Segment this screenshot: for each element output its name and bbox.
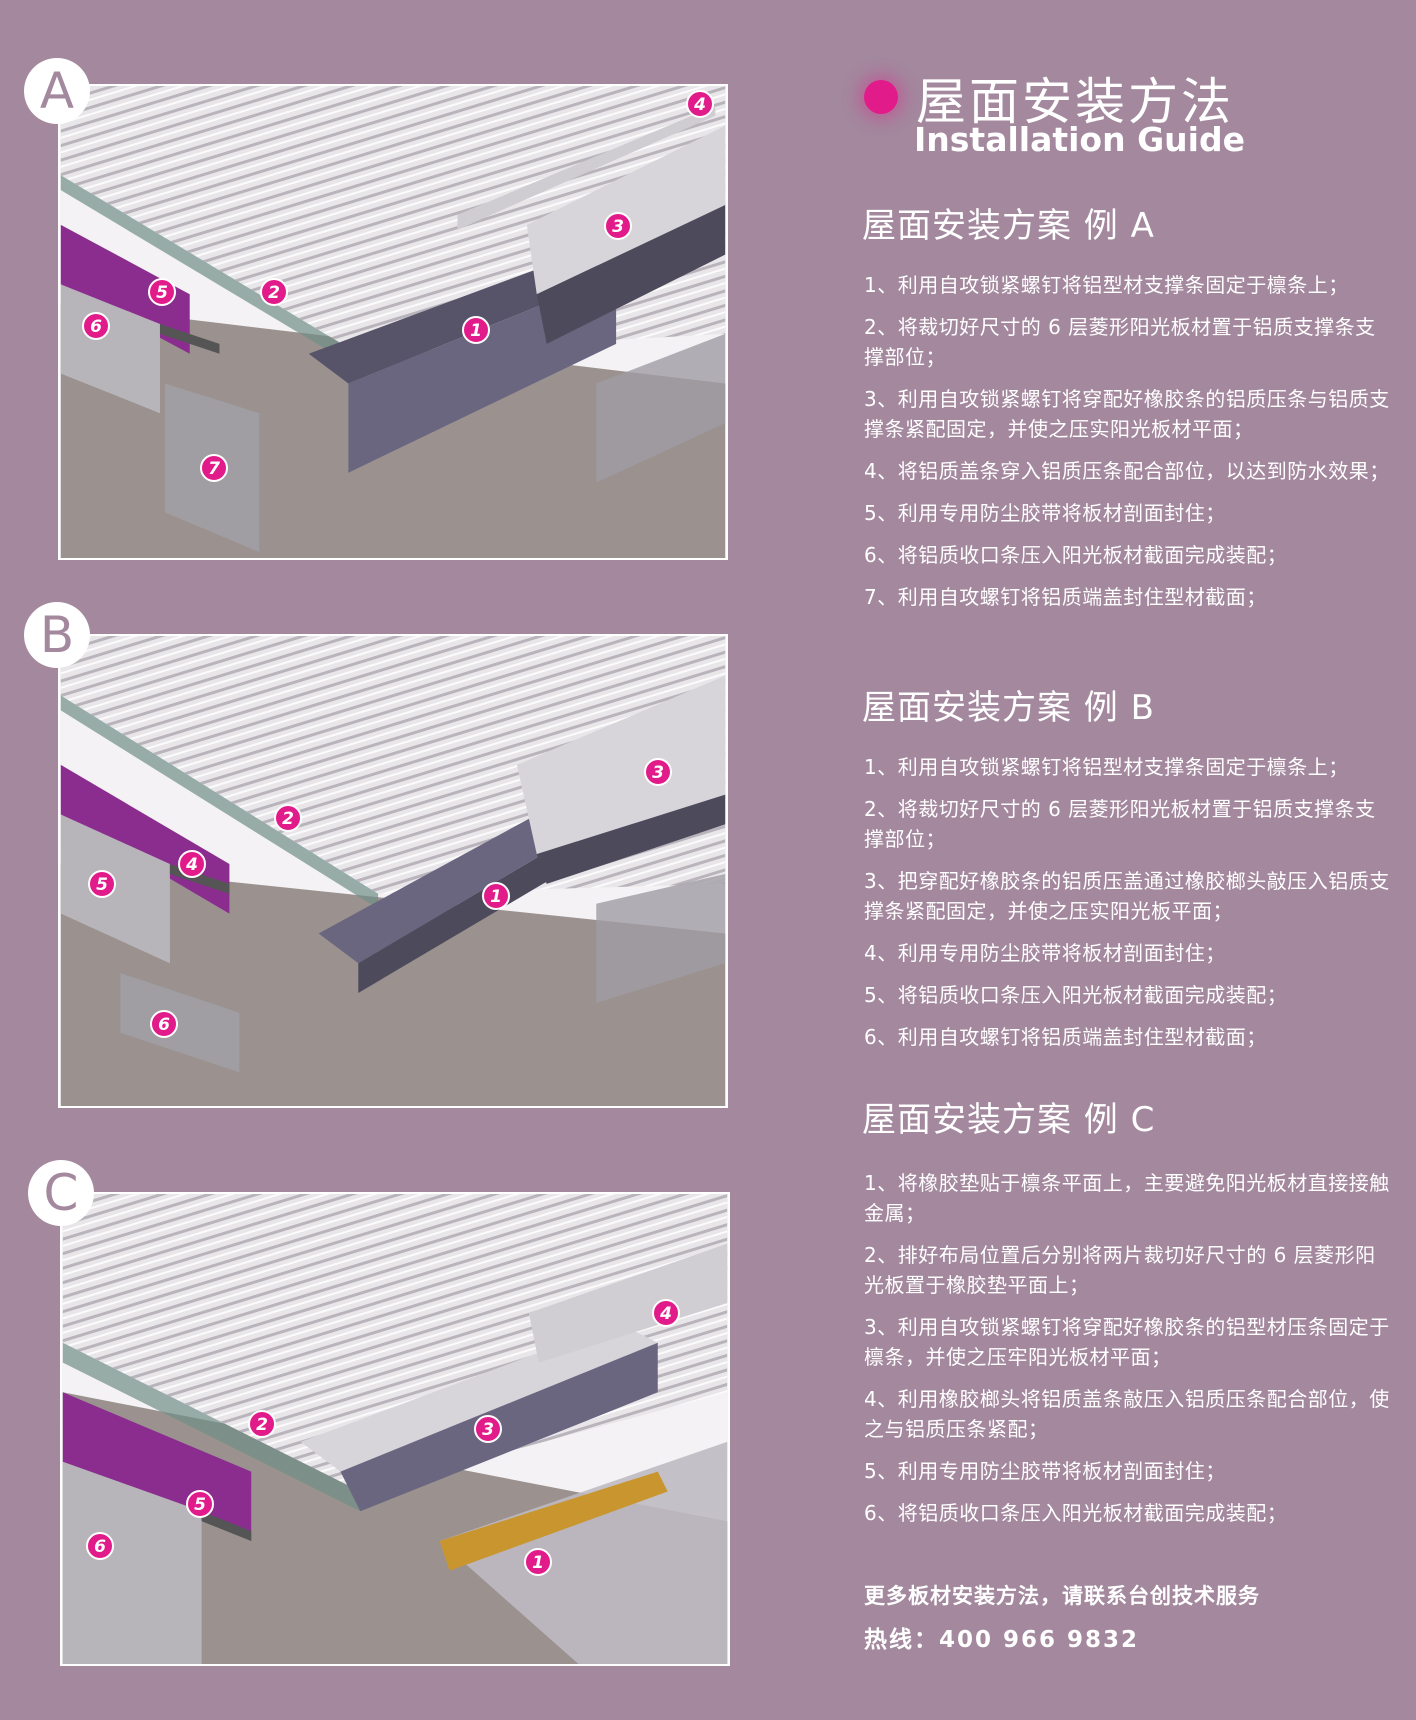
footer-service-note: 更多板材安装方法，请联系台创技术服务 (864, 1584, 1260, 1608)
section-b-title: 屋面安装方案 例 B (862, 688, 1155, 728)
section-b-steps: 1、利用自攻锁紧螺钉将铝型材支撑条固定于檩条上； 2、将裁切好尺寸的 6 层菱形… (864, 752, 1394, 1064)
list-item: 6、利用自攻螺钉将铝质端盖封住型材截面； (864, 1025, 1267, 1049)
figure-a-illustration (58, 84, 728, 560)
figure-b-drawing (60, 636, 726, 1106)
list-item: 2、将裁切好尺寸的 6 层菱形阳光板材置于铝质支撑条支撑部位； (864, 315, 1376, 369)
list-item: 6、将铝质收口条压入阳光板材截面完成装配； (864, 543, 1288, 567)
list-item: 4、将铝质盖条穿入铝质压条配合部位，以达到防水效果； (864, 459, 1390, 483)
list-item: 5、利用专用防尘胶带将板材剖面封住； (864, 501, 1226, 525)
page-subtitle: Installation Guide (914, 120, 1245, 159)
list-item: 3、利用自攻锁紧螺钉将穿配好橡胶条的铝型材压条固定于檩条，并使之压牢阳光板材平面… (864, 1315, 1390, 1369)
section-a-title: 屋面安装方案 例 A (862, 206, 1155, 246)
list-item: 5、将铝质收口条压入阳光板材截面完成装配； (864, 983, 1288, 1007)
figure-b-illustration (58, 634, 728, 1108)
list-item: 2、排好布局位置后分别将两片裁切好尺寸的 6 层菱形阳光板置于橡胶垫平面上； (864, 1243, 1376, 1297)
title-accent-dot (864, 80, 898, 114)
list-item: 7、利用自攻螺钉将铝质端盖封住型材截面； (864, 585, 1267, 609)
figure-a-drawing (60, 86, 726, 558)
list-item: 4、利用橡胶榔头将铝质盖条敲压入铝质压条配合部位，使之与铝质压条紧配； (864, 1387, 1390, 1441)
section-a-steps: 1、利用自攻锁紧螺钉将铝型材支撑条固定于檩条上； 2、将裁切好尺寸的 6 层菱形… (864, 270, 1394, 624)
figure-b-badge: B (24, 602, 90, 668)
figure-c-drawing (62, 1194, 728, 1664)
section-c-title: 屋面安装方案 例 C (862, 1100, 1156, 1140)
list-item: 3、把穿配好橡胶条的铝质压盖通过橡胶榔头敲压入铝质支撑条紧配固定，并使之压实阳光… (864, 869, 1390, 923)
list-item: 1、利用自攻锁紧螺钉将铝型材支撑条固定于檩条上； (864, 273, 1349, 297)
list-item: 3、利用自攻锁紧螺钉将穿配好橡胶条的铝质压条与铝质支撑条紧配固定，并使之压实阳光… (864, 387, 1390, 441)
section-c-steps: 1、将橡胶垫贴于檩条平面上，主要避免阳光板材直接接触金属； 2、排好布局位置后分… (864, 1168, 1394, 1540)
list-item: 1、将橡胶垫贴于檩条平面上，主要避免阳光板材直接接触金属； (864, 1171, 1390, 1225)
page-title: 屋面安装方法 (916, 73, 1234, 131)
list-item: 5、利用专用防尘胶带将板材剖面封住； (864, 1459, 1226, 1483)
list-item: 2、将裁切好尺寸的 6 层菱形阳光板材置于铝质支撑条支撑部位； (864, 797, 1376, 851)
footer-hotline: 热线：400 966 9832 (864, 1627, 1140, 1653)
figure-c-badge: C (28, 1160, 94, 1226)
list-item: 6、将铝质收口条压入阳光板材截面完成装配； (864, 1501, 1288, 1525)
list-item: 4、利用专用防尘胶带将板材剖面封住； (864, 941, 1226, 965)
figure-c-illustration (60, 1192, 730, 1666)
list-item: 1、利用自攻锁紧螺钉将铝型材支撑条固定于檩条上； (864, 755, 1349, 779)
figure-a-badge: A (24, 58, 90, 124)
